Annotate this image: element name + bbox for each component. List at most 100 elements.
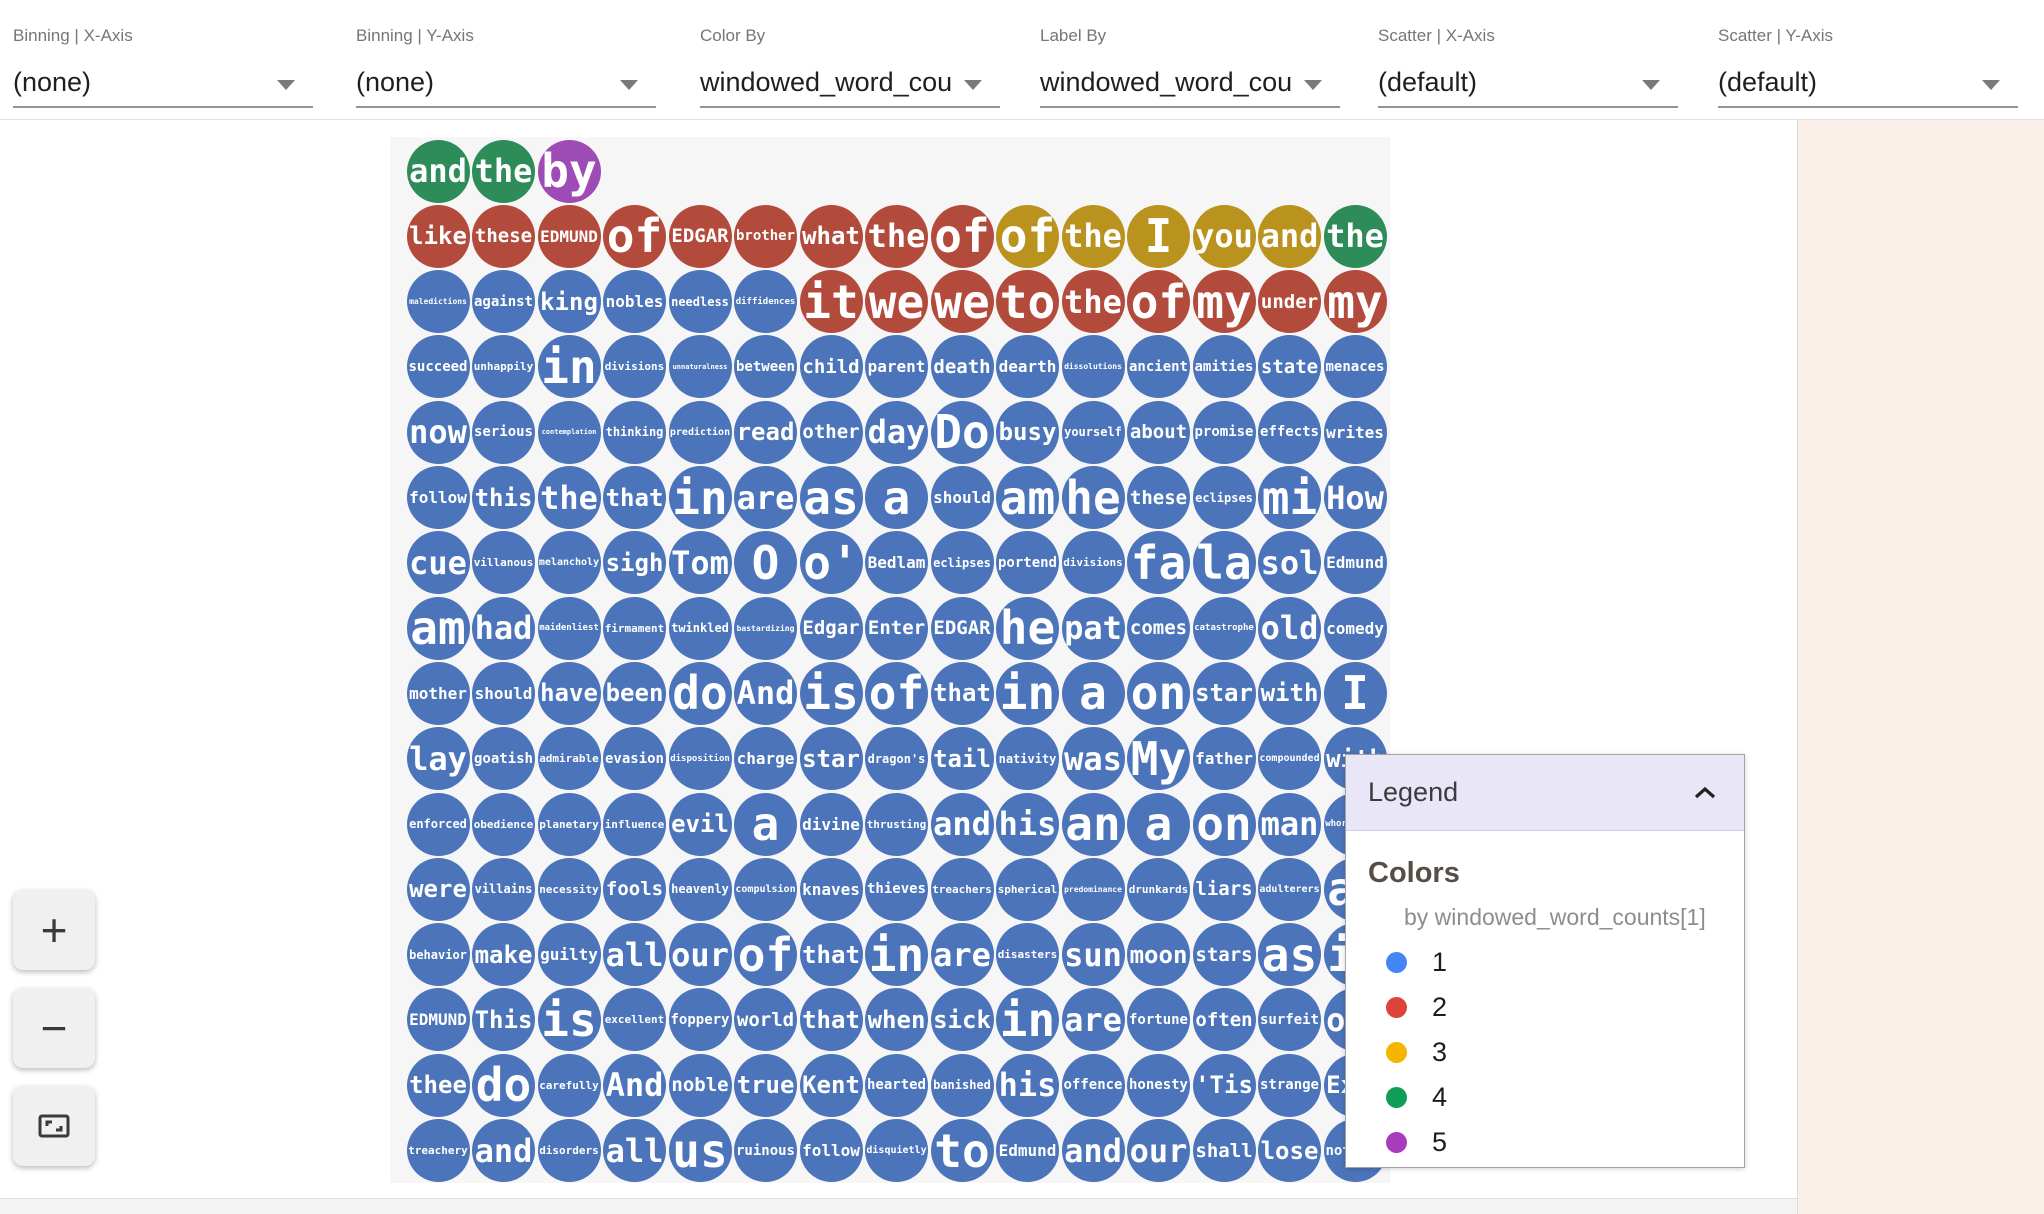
word-bubble[interactable]: evasion bbox=[603, 727, 666, 791]
word-bubble[interactable]: often bbox=[1192, 988, 1256, 1052]
word-bubble[interactable]: tail bbox=[930, 727, 994, 791]
word-bubble[interactable]: ancient bbox=[1127, 335, 1190, 399]
word-bubble[interactable]: you bbox=[1192, 204, 1256, 268]
word-bubble[interactable]: disposition bbox=[668, 727, 732, 791]
word-bubble[interactable]: this bbox=[472, 466, 535, 529]
word-bubble[interactable]: liars bbox=[1192, 857, 1256, 921]
word-bubble[interactable]: follow bbox=[406, 466, 470, 529]
legend-header[interactable]: Legend bbox=[1346, 755, 1744, 831]
word-bubble[interactable]: a bbox=[734, 792, 797, 856]
word-bubble[interactable]: succeed bbox=[406, 335, 470, 399]
word-bubble[interactable]: strange bbox=[1258, 1053, 1321, 1117]
word-bubble[interactable]: a bbox=[865, 466, 928, 529]
word-bubble[interactable]: cue bbox=[406, 531, 470, 595]
word-bubble[interactable]: planetary bbox=[537, 792, 601, 856]
word-bubble[interactable]: lay bbox=[406, 727, 470, 791]
word-bubble[interactable]: true bbox=[734, 1053, 797, 1117]
word-bubble[interactable]: an bbox=[1061, 792, 1125, 856]
word-bubble[interactable]: knaves bbox=[799, 857, 863, 921]
word-bubble[interactable]: Do bbox=[930, 400, 994, 464]
word-bubble[interactable]: divisions bbox=[603, 335, 666, 399]
word-bubble[interactable]: charge bbox=[734, 727, 797, 791]
word-bubble[interactable]: mi bbox=[1258, 466, 1321, 529]
word-bubble[interactable]: is bbox=[537, 988, 601, 1052]
word-bubble[interactable]: and bbox=[1258, 204, 1321, 268]
word-bubble[interactable]: he bbox=[1061, 466, 1125, 529]
dropdown-arrow-icon[interactable] bbox=[1304, 80, 1322, 90]
word-bubble[interactable]: stars bbox=[1192, 923, 1256, 987]
word-bubble[interactable]: by bbox=[537, 139, 601, 203]
word-bubble[interactable]: on bbox=[1127, 661, 1190, 725]
word-bubble[interactable]: My bbox=[1127, 727, 1190, 791]
word-bubble[interactable]: offence bbox=[1061, 1053, 1125, 1117]
word-bubble[interactable]: are bbox=[930, 923, 994, 987]
word-bubble[interactable]: compulsion bbox=[734, 857, 797, 921]
word-bubble[interactable]: of bbox=[930, 204, 994, 268]
word-bubble[interactable]: is bbox=[799, 661, 863, 725]
word-bubble[interactable]: are bbox=[734, 466, 797, 529]
word-bubble[interactable]: father bbox=[1192, 727, 1256, 791]
word-bubble[interactable]: these bbox=[472, 204, 535, 268]
dropdown-binning-y-axis[interactable]: Binning | Y-Axis(none) bbox=[356, 26, 656, 108]
word-bubble[interactable]: these bbox=[1127, 466, 1190, 529]
word-bubble[interactable]: 'Tis bbox=[1192, 1053, 1256, 1117]
word-bubble[interactable]: thieves bbox=[865, 857, 928, 921]
word-bubble[interactable]: guilty bbox=[537, 923, 601, 987]
word-bubble[interactable]: to bbox=[930, 1119, 994, 1182]
word-bubble[interactable]: effects bbox=[1258, 400, 1321, 464]
word-bubble[interactable]: my bbox=[1192, 270, 1256, 334]
word-bubble[interactable]: goatish bbox=[472, 727, 535, 791]
word-bubble[interactable]: And bbox=[603, 1053, 666, 1117]
word-bubble[interactable]: and bbox=[1061, 1119, 1125, 1182]
word-bubble[interactable]: fa bbox=[1127, 531, 1190, 595]
word-bubble[interactable]: was bbox=[1061, 727, 1125, 791]
word-bubble[interactable]: sigh bbox=[603, 531, 666, 595]
dropdown-scatter-y-axis[interactable]: Scatter | Y-Axis(default) bbox=[1718, 26, 2018, 108]
word-bubble[interactable]: all bbox=[603, 1119, 666, 1182]
word-bubble[interactable]: against bbox=[472, 270, 535, 334]
word-bubble[interactable]: EDMUND bbox=[406, 988, 470, 1052]
word-bubble[interactable]: melancholy bbox=[537, 531, 601, 595]
word-bubble[interactable]: eclipses bbox=[1192, 466, 1256, 529]
word-bubble[interactable]: busy bbox=[996, 400, 1059, 464]
word-bubble[interactable]: sol bbox=[1258, 531, 1321, 595]
word-bubble[interactable]: with bbox=[1258, 661, 1321, 725]
dropdown-binning-x-axis[interactable]: Binning | X-Axis(none) bbox=[13, 26, 313, 108]
word-bubble[interactable]: my bbox=[1323, 270, 1387, 334]
word-bubble[interactable]: How bbox=[1323, 466, 1387, 529]
word-bubble[interactable]: heavenly bbox=[668, 857, 732, 921]
word-bubble[interactable]: unhappily bbox=[472, 335, 535, 399]
word-bubble[interactable]: am bbox=[406, 596, 470, 660]
dropdown-value-row[interactable]: (default) bbox=[1718, 60, 2018, 108]
word-bubble[interactable]: This bbox=[472, 988, 535, 1052]
fit-to-screen-button[interactable] bbox=[13, 1086, 95, 1166]
word-bubble[interactable]: us bbox=[668, 1119, 732, 1182]
word-bubble[interactable]: read bbox=[734, 400, 797, 464]
dropdown-value-row[interactable]: (none) bbox=[356, 60, 656, 108]
word-bubble[interactable]: and bbox=[472, 1119, 535, 1182]
word-bubble[interactable]: And bbox=[734, 661, 797, 725]
word-bubble[interactable]: behavior bbox=[406, 923, 470, 987]
word-bubble[interactable]: menaces bbox=[1323, 335, 1387, 399]
bottom-scrollbar[interactable] bbox=[0, 1198, 1797, 1214]
word-bubble[interactable]: as bbox=[799, 466, 863, 529]
word-bubble[interactable]: admirable bbox=[537, 727, 601, 791]
word-bubble[interactable]: evil bbox=[668, 792, 732, 856]
chevron-up-icon[interactable] bbox=[1692, 784, 1718, 802]
dropdown-arrow-icon[interactable] bbox=[1982, 80, 2000, 90]
word-bubble[interactable]: of bbox=[1127, 270, 1190, 334]
word-bubble[interactable]: Edmund bbox=[996, 1119, 1059, 1182]
word-bubble[interactable]: state bbox=[1258, 335, 1321, 399]
word-bubble[interactable]: death bbox=[930, 335, 994, 399]
word-bubble[interactable]: of bbox=[865, 661, 928, 725]
word-bubble[interactable]: he bbox=[996, 596, 1059, 660]
word-bubble[interactable]: O bbox=[734, 531, 797, 595]
word-bubble[interactable]: are bbox=[1061, 988, 1125, 1052]
word-bubble[interactable]: nativity bbox=[996, 727, 1059, 791]
dropdown-arrow-icon[interactable] bbox=[1642, 80, 1660, 90]
word-bubble[interactable]: should bbox=[930, 466, 994, 529]
word-bubble[interactable]: Tom bbox=[668, 531, 732, 595]
word-bubble[interactable]: promise bbox=[1192, 400, 1256, 464]
word-bubble[interactable]: other bbox=[799, 400, 863, 464]
